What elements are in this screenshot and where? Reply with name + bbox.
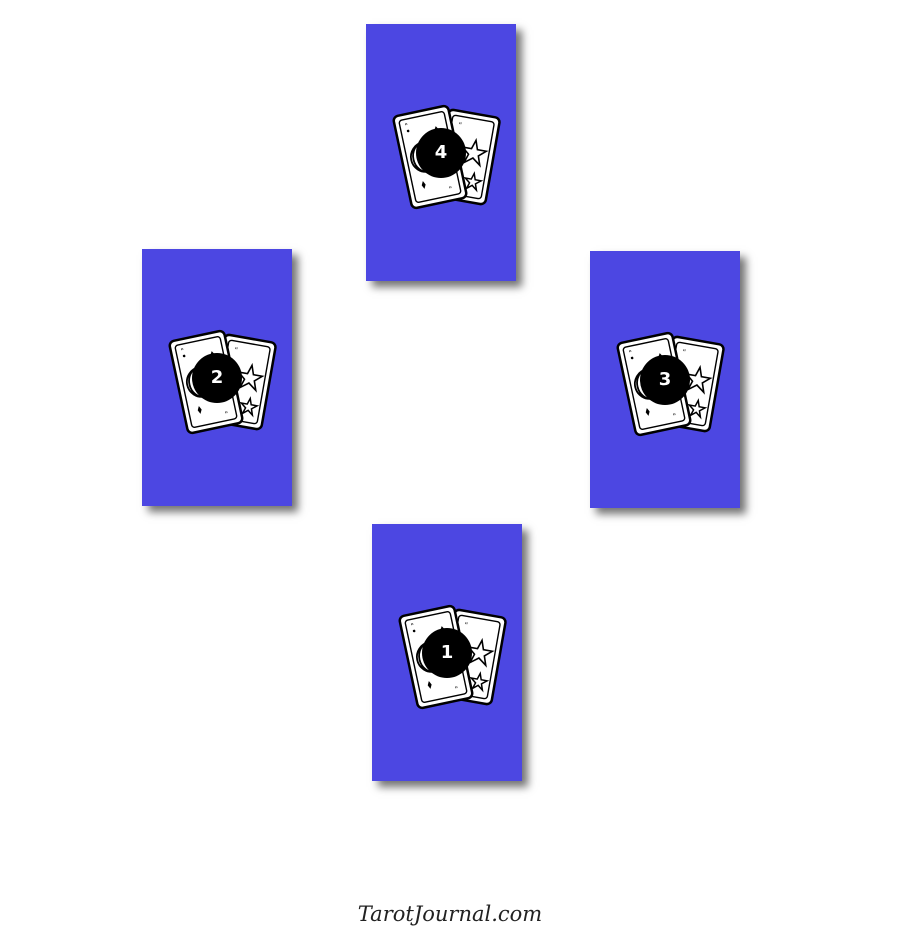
position-number: 2 xyxy=(210,367,224,388)
position-badge: 1 xyxy=(422,628,472,678)
position-number: 1 xyxy=(440,642,454,663)
position-badge: 3 xyxy=(640,355,690,405)
position-number: 3 xyxy=(658,369,672,390)
brand-footer: TarotJournal.com xyxy=(357,902,543,926)
position-badge: 2 xyxy=(192,353,242,403)
spread-card-1[interactable]: 1 xyxy=(372,524,522,781)
position-number: 4 xyxy=(434,142,448,163)
spread-card-4[interactable]: 4 xyxy=(366,24,516,281)
spread-card-3[interactable]: 3 xyxy=(590,251,740,508)
position-badge: 4 xyxy=(416,128,466,178)
spread-card-2[interactable]: 2 xyxy=(142,249,292,506)
